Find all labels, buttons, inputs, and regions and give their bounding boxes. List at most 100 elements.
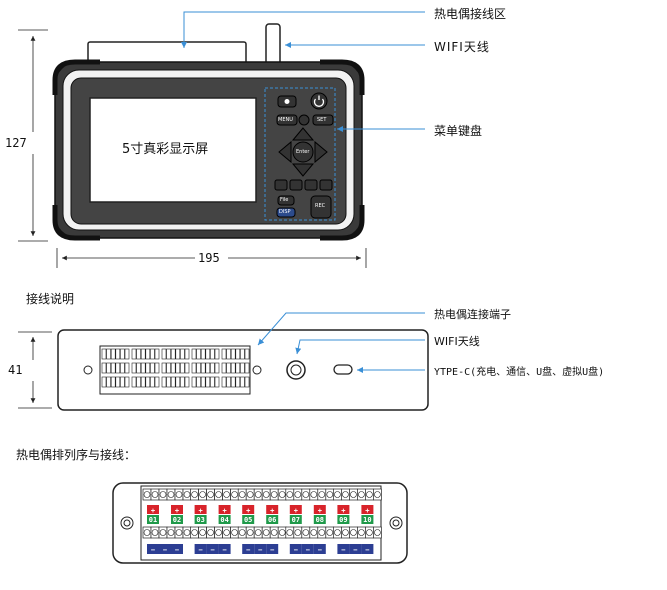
screen-label: 5寸真彩显示屏: [122, 142, 209, 157]
minus-label: −: [294, 546, 298, 554]
minus-label: −: [318, 546, 322, 554]
minus-marker: [242, 544, 255, 554]
callout-usbc: YTPE-C(充电、通信、U盘、虚拟U盘): [434, 367, 605, 378]
minus-marker: [254, 544, 267, 554]
arrow-wifi-side: [295, 339, 425, 355]
minus-label: −: [151, 546, 155, 554]
callout-thermo-zone: 热电偶接线区: [434, 7, 507, 21]
plus-marker: [289, 505, 302, 514]
minus-label: −: [163, 546, 167, 554]
minus-label: −: [270, 546, 274, 554]
bumper-br: [320, 205, 365, 241]
callout-thermo-terminal: 热电偶连接端子: [434, 308, 511, 321]
minus-label: −: [341, 546, 345, 554]
bumper-tr: [320, 59, 365, 95]
minus-label: −: [222, 546, 226, 554]
channel-badge: [147, 515, 159, 524]
bumper-tl: [52, 59, 100, 95]
minus-label: −: [365, 546, 369, 554]
key-menu: MENU: [278, 117, 293, 123]
channel-badge: [171, 515, 183, 524]
side-terminal-block: [99, 345, 251, 395]
channel-badge: [361, 515, 374, 524]
arrow-thermo-terminal: [257, 312, 425, 346]
minus-label: −: [175, 546, 179, 554]
plus-label: +: [175, 507, 179, 515]
channel-badge: [194, 515, 207, 524]
plus-label: +: [341, 507, 345, 515]
minus-marker: [266, 544, 279, 554]
plus-marker: [242, 505, 255, 514]
usb-c-port: [333, 364, 353, 375]
plus-marker: [147, 505, 159, 514]
minus-label: −: [246, 546, 250, 554]
bumper-bl: [52, 205, 100, 241]
plus-label: +: [318, 507, 322, 515]
arrangement-terminals: +01−+02−+03−+04−+05−+06−+07−+08−+09−+10−…: [142, 488, 382, 554]
plus-label: +: [198, 507, 202, 515]
minus-label: −: [210, 546, 214, 554]
key-enter: Enter: [296, 149, 310, 155]
minus-marker: [218, 544, 231, 554]
callout-wifi-side: WIFI天线: [434, 335, 480, 348]
key-set: SET: [317, 117, 327, 123]
plus-marker: [313, 505, 326, 514]
dim-width: 195: [198, 251, 220, 265]
channel-label: 01: [149, 516, 157, 524]
arrow-thermo-zone: [181, 11, 425, 48]
minus-marker: [159, 544, 171, 554]
minus-marker: [147, 544, 159, 554]
section-title-wiring: 接线说明: [26, 292, 75, 306]
plus-label: +: [365, 507, 369, 515]
plus-label: +: [270, 507, 274, 515]
plus-marker: [337, 505, 350, 514]
channel-label: 09: [339, 516, 347, 524]
minus-marker: [194, 544, 207, 554]
dim-height-side: 41: [8, 363, 23, 377]
key-rec: REC: [315, 203, 326, 209]
key-file: File: [280, 197, 289, 203]
section-title-arrangement: 热电偶排列序与接线：: [16, 448, 137, 462]
minus-marker: [337, 544, 350, 554]
plus-label: +: [246, 507, 250, 515]
minus-marker: [289, 544, 302, 554]
channel-label: 08: [316, 516, 324, 524]
minus-label: −: [258, 546, 262, 554]
plus-label: +: [222, 507, 226, 515]
minus-marker: [171, 544, 183, 554]
minus-marker: [361, 544, 374, 554]
channel-label: 03: [196, 516, 204, 524]
plus-marker: [194, 505, 207, 514]
keypad-area: [264, 87, 336, 221]
channel-label: 06: [268, 516, 276, 524]
channel-badge: [289, 515, 302, 524]
minus-marker: [313, 544, 326, 554]
channel-badge: [313, 515, 326, 524]
channel-label: 04: [220, 516, 228, 524]
minus-marker: [301, 544, 314, 554]
channel-label: 05: [244, 516, 252, 524]
channel-badge: [337, 515, 350, 524]
plus-marker: [361, 505, 374, 514]
plus-marker: [266, 505, 279, 514]
channel-label: 10: [363, 516, 371, 524]
plus-label: +: [151, 507, 155, 515]
display-screen: [89, 97, 257, 203]
minus-marker: [206, 544, 219, 554]
callout-keypad: 菜单键盘: [434, 124, 483, 138]
enter-button: [292, 141, 314, 163]
minus-label: −: [353, 546, 357, 554]
channel-badge: [242, 515, 255, 524]
minus-label: −: [198, 546, 202, 554]
dim-height-front: 127: [5, 136, 27, 150]
callout-wifi: WIFI天线: [434, 40, 490, 54]
minus-label: −: [306, 546, 310, 554]
channel-label: 02: [173, 516, 181, 524]
key-disp: DISP: [279, 209, 291, 215]
plus-marker: [218, 505, 231, 514]
channel-badge: [218, 515, 231, 524]
channel-label: 07: [292, 516, 300, 524]
channel-badge: [266, 515, 279, 524]
minus-marker: [349, 544, 362, 554]
